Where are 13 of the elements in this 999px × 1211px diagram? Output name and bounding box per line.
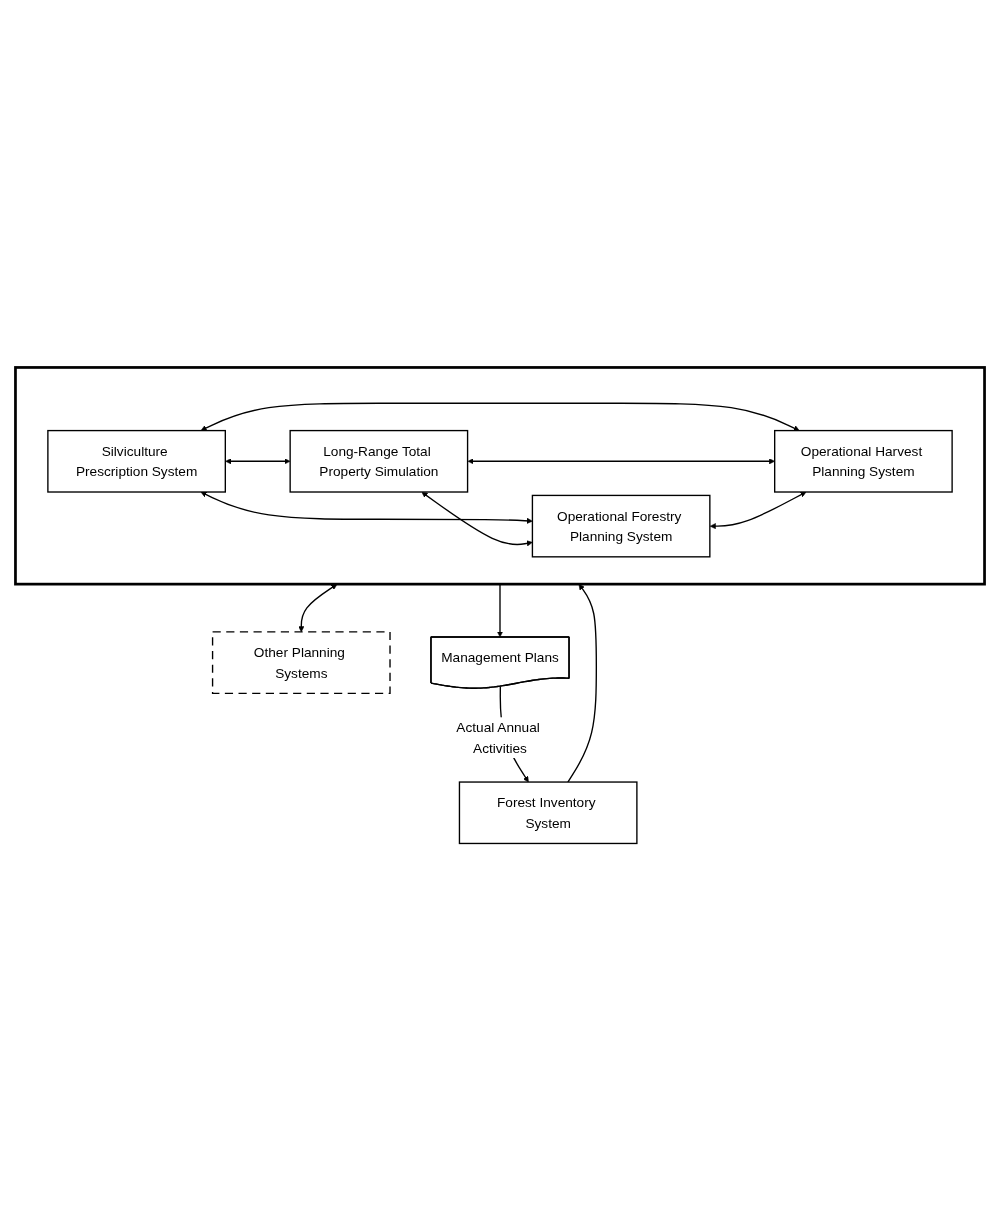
edge-label: Actual Annual Activities (455, 719, 540, 756)
cluster (13, 366, 986, 586)
node-box: Forest Inventory System (458, 781, 638, 845)
arrow (467, 458, 775, 465)
arrow (297, 584, 337, 633)
arrow (709, 491, 806, 530)
node-box: Long-Range Total Property Simulation (288, 429, 468, 493)
arrow (224, 458, 290, 465)
arrow (200, 402, 800, 431)
node-box: Silviculture Prescription System (46, 429, 226, 493)
node-box: Operational Forestry Planning System (531, 494, 711, 558)
node-box: Other Planning Systems (211, 631, 391, 695)
node-box: Operational Harvest Planning System (773, 429, 953, 493)
